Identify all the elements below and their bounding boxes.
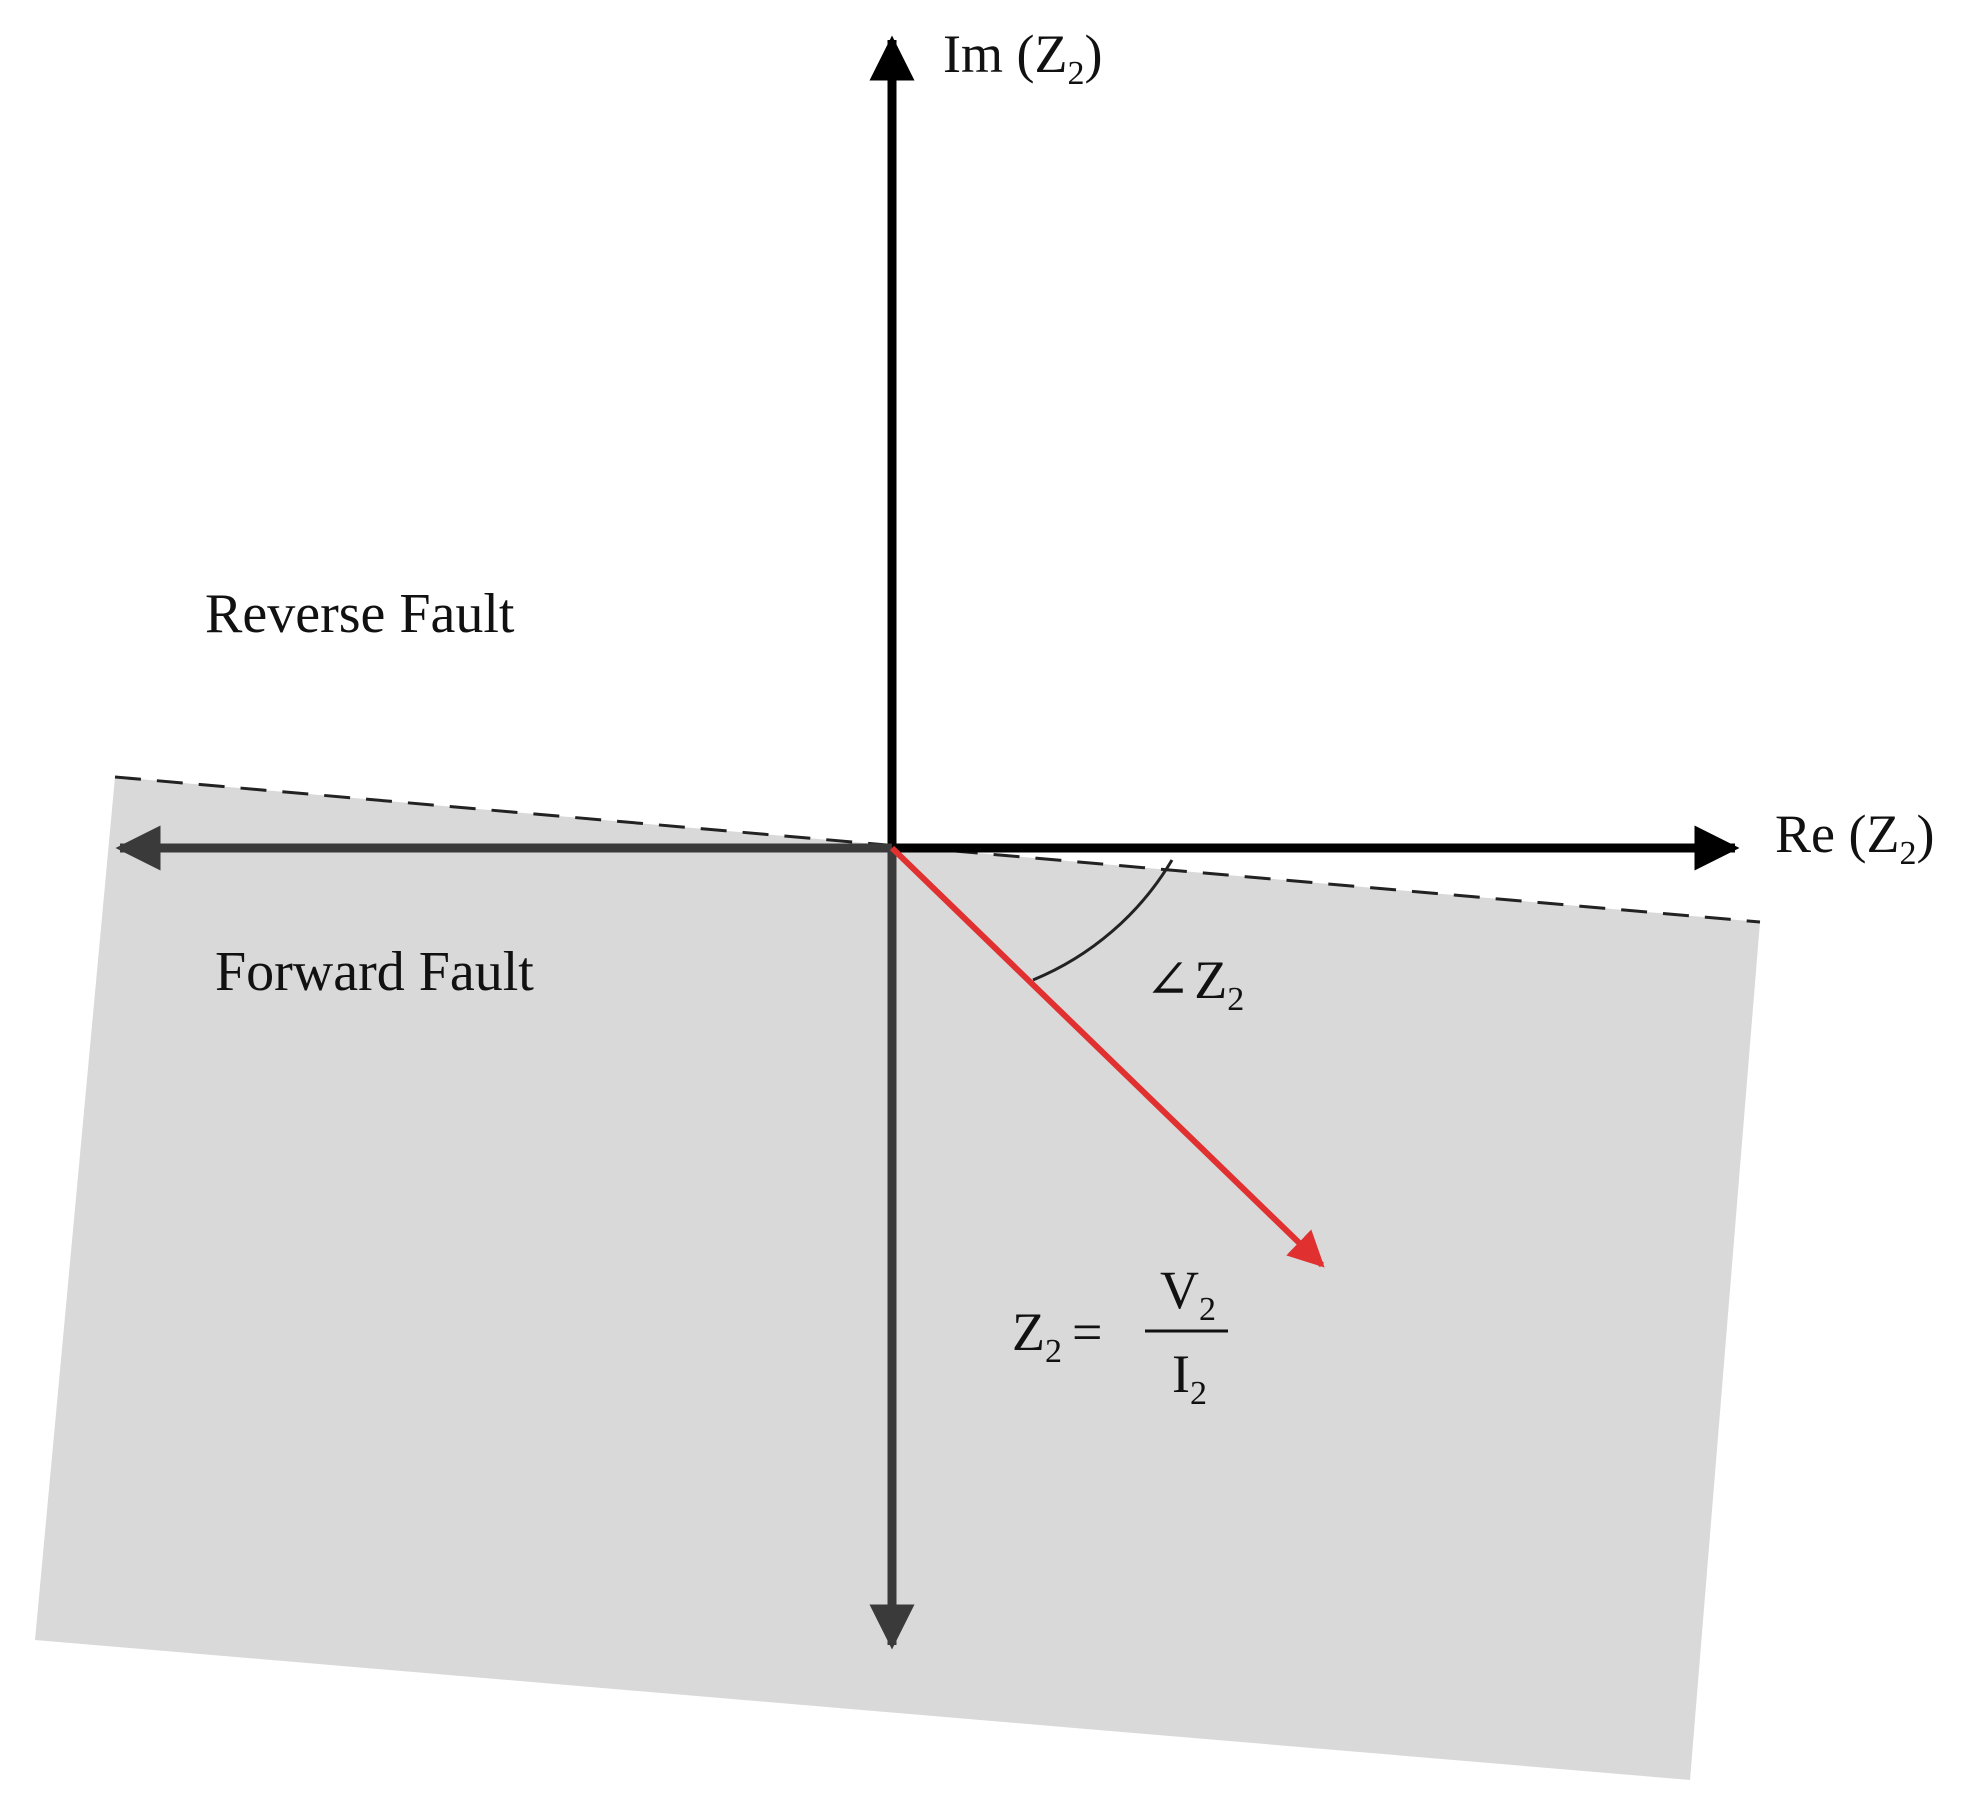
impedance-equation: Z2= V2 I2 [1012, 1260, 1228, 1412]
forward-fault-label: Forward Fault [215, 941, 534, 1003]
reverse-fault-label: Reverse Fault [205, 583, 515, 645]
angle-arc [1032, 859, 1174, 982]
equation-denominator: I2 [1172, 1344, 1207, 1412]
equation-lhs: Z2= [1012, 1302, 1102, 1370]
directional-boundary-line [114, 775, 1761, 924]
equation-numerator: V2 [1160, 1260, 1216, 1328]
forward-fault-region [35, 777, 1760, 1780]
real-axis-label: Re (Z2) [1775, 804, 1934, 872]
impedance-vector-z2 [889, 845, 1325, 1268]
imaginary-axis-label: Im (Z2) [943, 24, 1102, 92]
angle-z2-label: ∠Z2 [1145, 950, 1244, 1018]
